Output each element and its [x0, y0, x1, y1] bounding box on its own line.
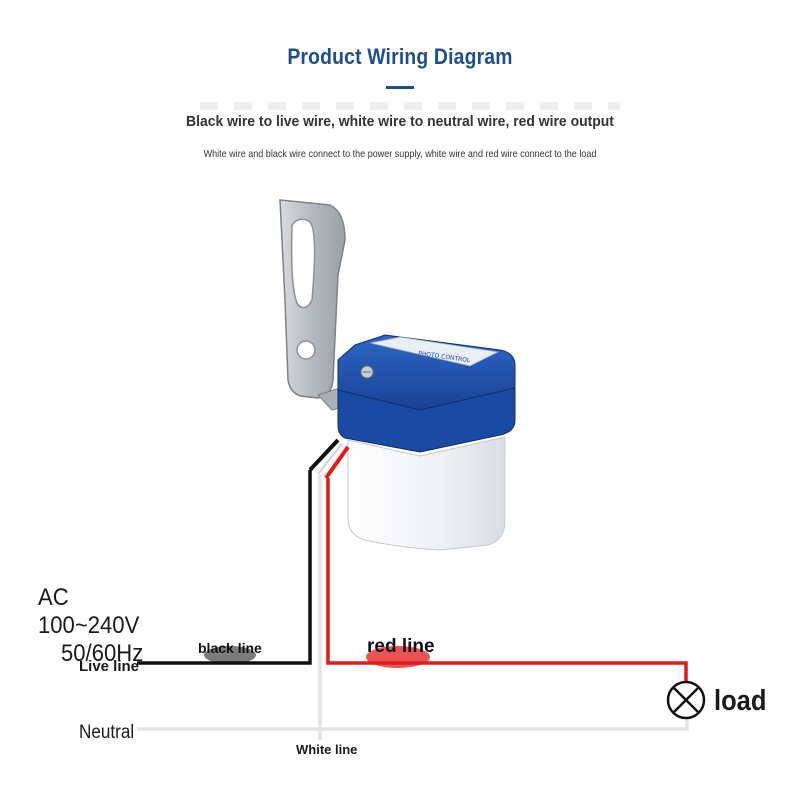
black-wire-glow: [204, 646, 256, 664]
frequency-label: 50/60Hz: [61, 640, 144, 667]
lamp-symbol-icon: [666, 680, 706, 720]
sensor-dome: [347, 436, 506, 551]
voltage-label: AC 100~240V: [38, 584, 140, 639]
black-line-label: black line: [198, 640, 262, 656]
live-line-label: Live line: [79, 658, 140, 675]
mounting-bracket: [279, 199, 403, 411]
page-title: Product Wiring Diagram: [287, 44, 513, 69]
title-underline: [386, 86, 414, 89]
red-wire: [326, 478, 688, 684]
power-spec: AC 100~240V 50/60Hz: [38, 584, 176, 668]
red-wire-glow: [366, 646, 430, 668]
sensor-sticker: [369, 336, 500, 367]
neutral-wire: [137, 712, 689, 731]
bracket-slot: [290, 218, 316, 309]
load-label: load: [714, 685, 767, 717]
bracket-hole: [296, 340, 316, 360]
faded-watermark-row: [200, 102, 620, 110]
neutral-label: Neutral: [79, 722, 135, 743]
sensor-housing: PHOTO CONTROL: [337, 334, 516, 453]
wire-stubs: [308, 438, 350, 480]
red-line-label: red line: [367, 636, 435, 657]
page-note: White wire and black wire connect to the…: [203, 148, 597, 160]
white-line-label: White line: [296, 742, 358, 757]
black-wire: [137, 470, 312, 665]
page-subtitle: Black wire to live wire, white wire to n…: [186, 113, 614, 130]
